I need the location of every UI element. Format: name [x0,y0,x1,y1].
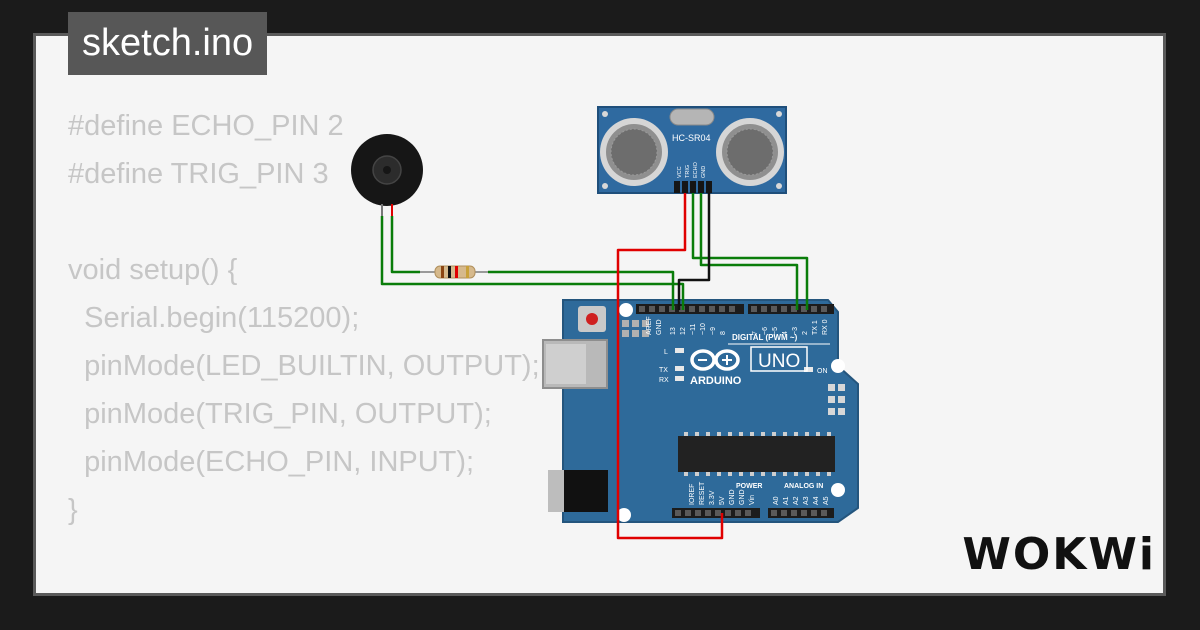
led-tx [675,366,684,371]
pin-label: 2 [802,331,809,335]
pin-label-aref: AREF [646,316,653,335]
code-line: #define TRIG_PIN 3 [68,158,329,190]
pin-label: RX 0 [822,319,829,335]
led-rx [675,376,684,381]
arduino-uno-board[interactable]: AREF GND 13 12 ~11 ~10 ~9 8 7 ~6 ~5 4 ~3… [542,299,859,523]
mount-hole [617,508,631,522]
atmega-chip [678,436,835,472]
file-title-badge: sketch.ino [68,12,268,75]
pin-label-gnd: GND [656,319,663,335]
power-pin-label: IOREF [689,484,696,505]
analog-pin-label: A5 [823,496,830,505]
crystal [669,108,715,126]
digital-pwm-label: DIGITAL (PWM ~) [732,333,798,342]
analog-in-label: ANALOG IN [784,483,823,490]
led-label-tx: TX [659,367,668,374]
power-pin-label: RESET [699,481,706,505]
pin-label: ~9 [710,327,717,335]
code-line: Serial.begin(115200); [68,302,360,334]
power-label: POWER [736,483,762,490]
code-line: pinMode(LED_BUILTIN, OUTPUT); [68,350,540,382]
arduino-brand: ARDUINO [690,375,742,387]
sensor-model-label: HC-SR04 [672,133,711,143]
uno-box [750,346,808,372]
analog-pin-label: A2 [793,496,800,505]
analog-pin-label: A3 [803,496,810,505]
sensor-pins [674,181,712,193]
sensor-pin-label-echo: ECHO [693,161,699,178]
wire-echo [699,193,799,310]
arduino-logo-icon [690,349,740,371]
power-pin-label: GND [739,489,746,505]
led-label-on: ON [817,368,828,375]
analog-pin-label: A1 [783,496,790,505]
buzzer[interactable] [351,134,423,216]
usb-port-inner [546,344,586,384]
code-line: #define ECHO_PIN 2 [68,110,344,142]
transducer-right [716,118,784,186]
resistor[interactable] [420,265,488,279]
analog-pin-label: A4 [813,496,820,505]
power-pin-label: 5V [719,496,726,505]
power-jack-edge [548,470,564,512]
pin-label: 13 [670,327,677,335]
power-pin-label: Vin [749,495,756,505]
led-on [804,367,813,372]
wire-trig [691,193,809,310]
pin-label: 4 [782,331,789,335]
pin-label: 12 [680,327,687,335]
code-line: void setup() { [68,254,238,286]
led-label-l: L [664,349,668,356]
uno-label: UNO [758,351,800,372]
code-line: } [68,494,78,526]
pin-label: ~6 [762,327,769,335]
reset-button-cap[interactable] [586,313,598,325]
code-background: #define ECHO_PIN 2 #define TRIG_PIN 3 void… [68,102,540,593]
mount-hole [831,483,845,497]
wokwi-logo: WOKWi [962,529,1156,580]
sensor-pin-label-trig: TRIG [685,165,691,178]
wires [380,193,809,540]
pin-label: 7 [752,331,759,335]
code-line: float readDistanceCM() { [68,582,540,593]
pin-label: TX 1 [812,320,819,335]
mount-hole [619,303,633,317]
wire-gnd-return [435,282,685,310]
icsp-header [622,320,649,337]
mount-hole [831,359,845,373]
wire-vcc-5v [616,193,724,540]
power-pin-label: GND [729,489,736,505]
sensor-pin-label-gnd: GND [701,166,707,178]
transducer-left [600,118,668,186]
sensor-pin-label-vcc: VCC [677,166,683,178]
pin-label: ~3 [792,327,799,335]
code-line: pinMode(ECHO_PIN, INPUT); [68,446,475,478]
wire-resistor-pin [488,270,675,310]
power-pin-label: 3.3V [709,490,716,505]
wire-gnd [677,193,711,310]
pin-label: ~5 [772,327,779,335]
wire-buzzer-signal [390,216,420,274]
led-label-rx: RX [659,377,669,384]
wire-buzzer-gnd [380,216,435,286]
hc-sr04-sensor[interactable]: HC-SR04 VCC TRIG ECHO GND [597,106,787,194]
analog-pin-label: A0 [773,496,780,505]
pin-label: 8 [720,331,727,335]
icsp-header-right [828,384,845,415]
pin-label: ~11 [690,324,697,335]
pin-label: ~10 [700,323,707,335]
led-l [675,348,684,353]
code-line: pinMode(TRIG_PIN, OUTPUT); [68,398,492,430]
